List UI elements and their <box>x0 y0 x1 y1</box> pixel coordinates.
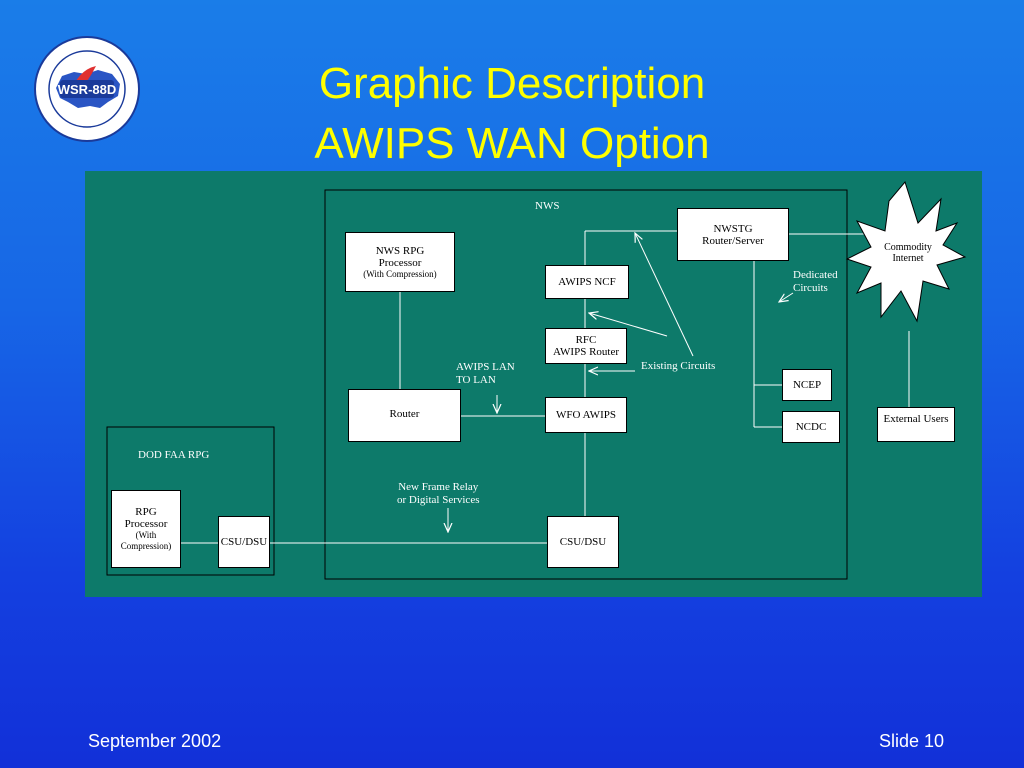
awips-lan-label: AWIPS LAN TO LAN <box>456 361 515 387</box>
external-users-node: External Users <box>877 407 955 442</box>
rfc-awips-router-node: RFC AWIPS Router <box>545 328 627 364</box>
rpg-processor-line-4: Compression) <box>120 541 172 551</box>
nws-label: NWS <box>535 200 560 212</box>
wfo-awips-node: WFO AWIPS <box>545 397 627 433</box>
rfc-line-1: RFC <box>575 334 597 346</box>
network-diagram: NWS DOD FAA RPG NWS RPG Processor (With … <box>85 171 982 597</box>
frame-relay-line-1: New Frame Relay <box>398 481 479 493</box>
nws-rpg-line-2: Processor <box>378 256 422 269</box>
dod-faa-rpg-label: DOD FAA RPG <box>138 449 210 461</box>
nwstg-line-2: Router/Server <box>702 234 764 247</box>
wsr-88d-logo: WSR-88D <box>34 36 140 142</box>
footer-slide-number: Slide 10 <box>878 731 944 751</box>
rfc-line-2: AWIPS Router <box>552 346 620 358</box>
ncdc-node: NCDC <box>782 411 840 443</box>
ncep-node: NCEP <box>782 369 832 401</box>
router-node: Router <box>348 389 461 442</box>
dedicated-line-2: Circuits <box>793 282 828 294</box>
rpg-processor-node: RPG Processor (With Compression) <box>111 490 181 568</box>
frame-relay-line-2: or Digital Services <box>397 494 480 506</box>
nws-rpg-processor-node: NWS RPG Processor (With Compression) <box>345 232 455 292</box>
frame-relay-label: New Frame Relay or Digital Services <box>397 481 479 507</box>
rpg-processor-line-3: (With <box>135 530 157 540</box>
nwstg-router-server-node: NWSTG Router/Server <box>677 208 789 261</box>
awips-lan-line-2: TO LAN <box>456 374 496 386</box>
csu-dsu-right-node: CSU/DSU <box>547 516 619 568</box>
slide-title-line-1: Graphic Description <box>318 59 706 108</box>
logo-text: WSR-88D <box>58 82 117 97</box>
dedicated-circuits-label: Dedicated Circuits <box>793 269 838 295</box>
awips-ncf-node: AWIPS NCF <box>545 265 629 299</box>
csu-dsu-left-node: CSU/DSU <box>218 516 270 568</box>
dod-container <box>106 426 275 576</box>
commodity-line-2: Internet <box>892 253 924 264</box>
commodity-internet-label: Commodity Internet <box>869 242 947 264</box>
footer-date: September 2002 <box>88 731 222 751</box>
nws-rpg-line-3: (With Compression) <box>363 268 437 279</box>
commodity-internet-cloud <box>845 180 967 323</box>
slide-title-line-2: AWIPS WAN Option <box>314 119 710 168</box>
nws-rpg-line-1: NWS RPG <box>375 244 425 257</box>
existing-circuits-label: Existing Circuits <box>641 360 716 372</box>
rpg-processor-line-2: Processor <box>124 518 168 530</box>
commodity-line-1: Commodity <box>884 242 932 253</box>
rpg-processor-line-1: RPG <box>135 506 157 518</box>
diagram-connectors <box>106 180 967 580</box>
awips-lan-line-1: AWIPS LAN <box>456 361 515 373</box>
nwstg-line-1: NWSTG <box>713 222 753 235</box>
dedicated-line-1: Dedicated <box>793 269 838 281</box>
nws-container <box>324 189 848 580</box>
